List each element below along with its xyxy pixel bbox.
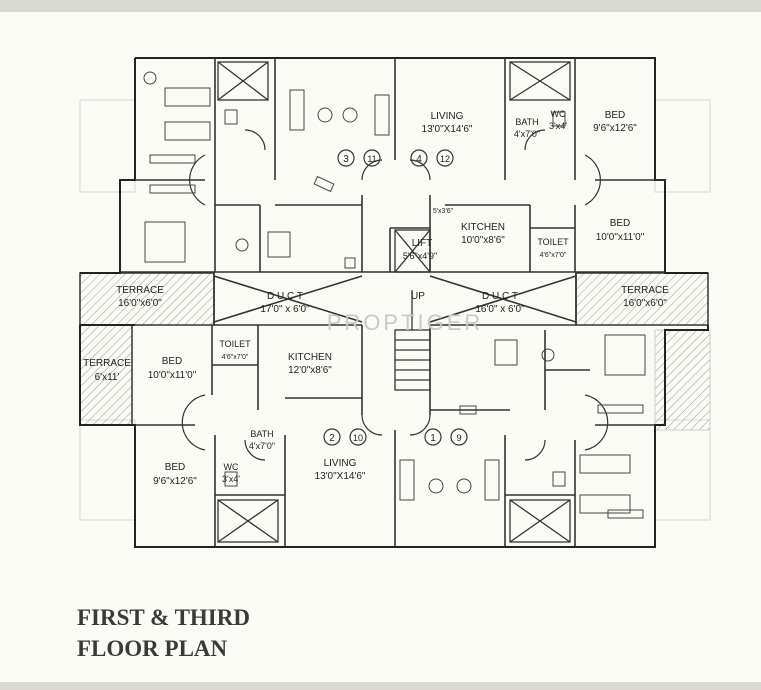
plan-title-line-2: FLOOR PLAN [77,636,228,661]
terrace-sw-name: TERRACE [83,358,131,369]
living-ne-name: LIVING [431,111,464,122]
kitchen-s-size: 12'0"x8'6" [288,365,332,376]
toilet-sw-name: TOILET [219,339,251,349]
terrace-w-size: 16'0"x6'0" [118,298,162,309]
duct-w-name: D U C T [267,291,303,302]
kitchen-s-name: KITCHEN [288,352,332,363]
lift-size: 5'6"x4'9" [403,251,437,261]
bath-sw-size: 4'x7'0" [249,441,275,451]
bed-ne-2-name: BED [610,218,631,229]
bath-sw-name: BATH [250,429,273,439]
flat-number: 1 [430,433,436,444]
flat-number-circles [323,149,468,446]
terrace-e-size: 16'0"x6'0" [623,298,667,309]
terrace-sw-size: 6'x11' [95,372,120,383]
flat-number: 2 [329,433,335,444]
bed-sw-2-name: BED [165,462,186,473]
flat-number: 10 [353,433,363,443]
wc-ne-size: 3'x4' [549,121,567,131]
stair-up-label: UP [411,291,425,302]
flat-number: 4 [416,154,422,165]
bed-ne-1-name: BED [605,110,626,121]
toilet-sw-size: 4'6"x7'0" [222,354,249,361]
stair-core [394,229,431,391]
kitchen-n-note: 5'x3'6" [433,208,454,215]
top-border-band [0,0,761,12]
toilet-ne-size: 4'6"x7'0" [540,252,567,259]
living-ne-size: 13'0"X14'6" [422,124,473,135]
flat-number: 9 [456,433,461,443]
kitchen-n-name: KITCHEN [461,222,505,233]
interior-walls [120,58,665,547]
room-labels: LIVING 13'0"X14'6" BATH 4'x7'0" WC 3'x4'… [83,109,669,487]
toilet-ne-name: TOILET [537,237,569,247]
wc-sw-name: WC [224,462,239,472]
terrace-e-name: TERRACE [621,285,669,296]
living-s-size: 13'0"X14'6" [315,471,366,482]
duct-w-size: 17'0" x 6'0" [260,304,310,315]
wc-ne-name: WC [551,109,566,119]
plan-title: FIRST & THIRD FLOOR PLAN [77,602,250,664]
flat-number: 3 [343,154,349,165]
kitchen-n-size: 10'0"x8'6" [461,235,505,246]
door-swings [181,129,609,461]
living-s-name: LIVING [324,458,357,469]
flat-number: 12 [440,154,450,164]
terrace-areas [79,272,711,431]
bath-ne-size: 4'x7'0" [514,129,540,139]
bath-ne-name: BATH [515,117,538,127]
watermark: PROPTIGER [327,310,484,335]
plan-title-line-1: FIRST & THIRD [77,605,250,630]
duct-e-name: D U C T [482,291,518,302]
bottom-border-band [0,682,761,690]
bed-ne-1-size: 9'6"x12'6" [593,123,637,134]
service-shafts [217,61,571,543]
bed-sw-1-name: BED [162,356,183,367]
wc-sw-size: 3'x4' [222,474,240,484]
terrace-w-name: TERRACE [116,285,164,296]
bed-sw-2-size: 9'6"x12'6" [153,476,197,487]
furniture [143,71,646,519]
duct-e-size: 16'0" x 6'0" [475,304,525,315]
lift-name: LIFT [412,238,433,249]
bed-ne-2-size: 10'0"x11'0" [596,232,645,243]
flat-number: 11 [367,154,376,164]
flat-numbers: 3 11 4 12 2 10 1 9 [329,154,461,444]
bed-sw-1-size: 10'0"x11'0" [148,370,197,381]
